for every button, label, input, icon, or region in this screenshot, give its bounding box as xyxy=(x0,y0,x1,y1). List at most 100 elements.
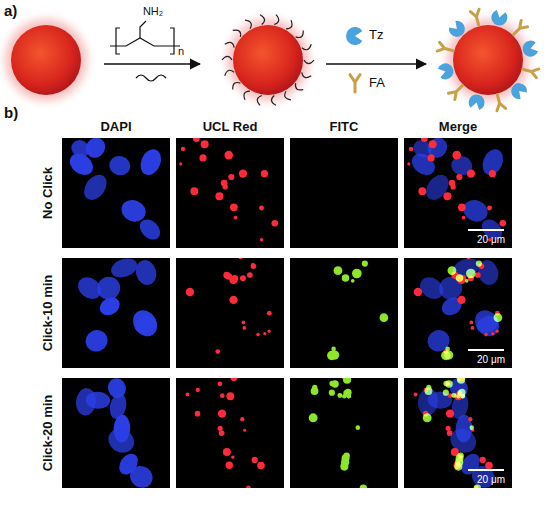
fitc-green-spot xyxy=(334,266,343,275)
dapi-nucleus xyxy=(132,313,159,336)
polymer-hair xyxy=(296,30,304,37)
ucl-red-spot xyxy=(252,457,258,463)
polymer-hair xyxy=(233,30,241,37)
dapi-nucleus xyxy=(137,146,165,178)
tetrazine-pacman xyxy=(469,95,485,111)
dapi-nucleus xyxy=(128,306,162,341)
fitc-green-spot xyxy=(456,454,464,462)
nanoparticle-sphere xyxy=(11,25,81,95)
dapi-nucleus xyxy=(115,450,141,478)
dapi-nucleus xyxy=(104,424,139,457)
fitc-green-spot xyxy=(457,376,465,384)
ucl-red-spot xyxy=(467,169,475,177)
fitc-green-spot xyxy=(470,425,475,430)
fitc-green-spot xyxy=(474,485,481,492)
folate-y xyxy=(497,95,506,111)
ucl-red-spot xyxy=(239,169,247,177)
fitc-green-spot xyxy=(445,347,450,352)
microscopy-image xyxy=(404,134,512,248)
fitc-green-spot xyxy=(341,373,346,378)
ucl-red-spot xyxy=(271,220,278,227)
scale-bar-label: 20 μm xyxy=(477,474,505,486)
scale-bar-label: 20 μm xyxy=(477,354,505,366)
dapi-nucleus xyxy=(79,170,111,204)
ucl-red-spot xyxy=(228,174,234,180)
ucl-red-spot xyxy=(449,180,456,187)
microscopy-image xyxy=(176,135,284,248)
fitc-green-spot xyxy=(465,279,469,283)
ucl-red-spot xyxy=(247,272,253,278)
polymer-structure xyxy=(110,21,180,81)
column-header: FITC xyxy=(330,120,359,135)
row-label: Click-10 min xyxy=(41,275,56,352)
image-background xyxy=(404,258,512,368)
fitc-green-spot xyxy=(441,351,450,360)
ucl-red-spot xyxy=(186,393,190,397)
ucl-red-spot xyxy=(242,326,246,330)
fitc-green-spot xyxy=(494,313,503,322)
dapi-nucleus xyxy=(446,424,481,457)
ucl-red-spot xyxy=(457,296,465,304)
polymer-hair xyxy=(260,15,265,25)
microscopy-image xyxy=(176,255,284,368)
dapi-nucleus xyxy=(133,258,159,288)
ucl-red-spot xyxy=(221,180,228,187)
ucl-red-spot xyxy=(179,162,182,165)
dapi-nucleus xyxy=(460,196,491,225)
ucl-red-spot xyxy=(495,330,498,333)
ucl-red-spot xyxy=(458,203,466,211)
fitc-green-spot xyxy=(454,463,462,471)
fitc-green-spot xyxy=(343,378,347,382)
dapi-nucleus xyxy=(449,153,475,177)
microscopy-image xyxy=(62,134,170,248)
nanoparticle-sphere xyxy=(233,25,303,95)
fitc-green-spot xyxy=(360,485,367,492)
polymer-hair xyxy=(225,70,234,75)
merge-image-panel: 20 μm xyxy=(404,138,512,248)
reaction-arrow xyxy=(326,63,426,65)
ucl-red-spot xyxy=(240,417,244,421)
row-label: Click-20 min xyxy=(41,395,56,472)
microscopy-image xyxy=(62,255,170,368)
ucl-red-spot xyxy=(234,216,238,220)
fitc-green-spot xyxy=(309,413,318,422)
ucl-red-spot xyxy=(475,272,481,278)
panel-letter: a) xyxy=(4,2,17,19)
dapi-nucleus xyxy=(421,170,453,204)
image-background xyxy=(290,138,398,248)
ucl-red-spot xyxy=(231,455,234,458)
ucl-red-spot xyxy=(421,135,428,142)
fitc-green-spot xyxy=(329,390,335,396)
fitc-green-spot xyxy=(423,413,432,422)
dapi-nucleus xyxy=(75,387,98,416)
ucl-red-spot xyxy=(231,275,238,282)
ucl-red-spot xyxy=(218,409,226,417)
ucl-red-spot xyxy=(257,462,265,470)
reagent-label: FA xyxy=(369,76,385,91)
folate-y xyxy=(350,75,360,92)
ucl-red-spot xyxy=(409,147,413,151)
scale-bar xyxy=(468,229,504,231)
microscopy-image xyxy=(290,373,398,492)
ucl-red-spot xyxy=(452,151,461,160)
merge-image-panel: 20 μm xyxy=(404,258,512,368)
ucl-red-spot xyxy=(195,411,201,417)
dapi-nucleus xyxy=(68,137,93,161)
ucl-red-spot xyxy=(229,276,237,284)
image-background xyxy=(176,378,284,488)
tetrazine-pacman xyxy=(346,27,362,45)
fitc-green-spot xyxy=(352,269,362,279)
fitc-green-spot xyxy=(311,387,319,395)
microscopy-image xyxy=(62,376,170,492)
polymer-hair xyxy=(271,95,276,105)
ucl-red-spot xyxy=(267,311,272,316)
fitc-green-spot xyxy=(458,392,462,396)
fitc-green-spot xyxy=(331,380,338,387)
polymer-hair xyxy=(245,20,251,29)
fitc-green-spot xyxy=(362,260,368,266)
polymer-hair xyxy=(302,44,311,49)
microscopy-image xyxy=(404,255,512,368)
folate-y xyxy=(523,69,539,78)
ucl-red-spot xyxy=(231,374,238,381)
ucl-red-spot xyxy=(267,330,270,333)
